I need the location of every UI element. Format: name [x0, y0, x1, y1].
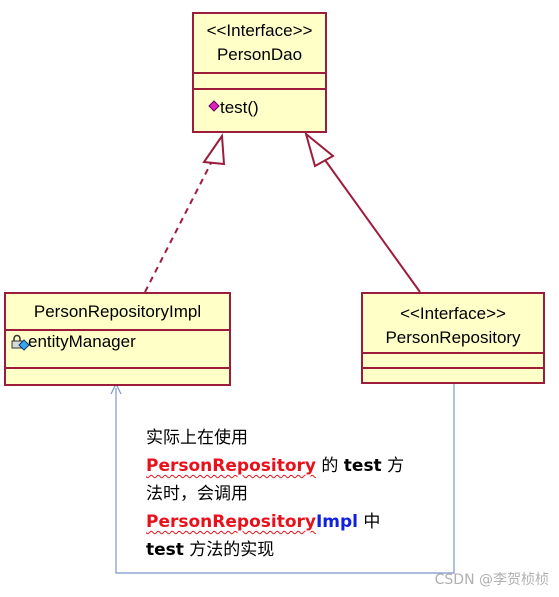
- realization-arrowhead: [202, 133, 226, 166]
- attributes-compartment: [194, 72, 325, 88]
- attributes-compartment: [363, 352, 543, 367]
- note-line-4: PersonRepositoryImpl 中: [146, 512, 381, 532]
- csdn-watermark: CSDN @李贺桢桢: [434, 572, 549, 588]
- public-operation-icon: [208, 100, 224, 116]
- class-person-dao[interactable]: <<Interface>> PersonDao test(): [192, 12, 327, 133]
- operations-compartment: [6, 367, 229, 384]
- class-name: PersonDao: [216, 45, 303, 64]
- note-line-2: PersonRepository 的 test 方: [146, 456, 405, 476]
- note-line-1: 实际上在使用: [146, 428, 248, 448]
- attribute-name: entityManager: [28, 332, 136, 351]
- generalization-line: [324, 159, 421, 293]
- operation-name: test(): [220, 98, 259, 117]
- note-line-5: test 方法的实现: [146, 540, 275, 560]
- operation-row[interactable]: test(): [208, 98, 325, 118]
- stereotype-label: <<Interface>>: [206, 21, 313, 40]
- attributes-compartment: entityManager: [6, 329, 229, 367]
- class-name: PersonRepositoryImpl: [33, 302, 202, 321]
- class-person-repository[interactable]: <<Interface>> PersonRepository: [361, 292, 545, 384]
- private-attribute-icon: [10, 334, 32, 351]
- stereotype-label: <<Interface>>: [400, 304, 506, 323]
- note-line-3: 法时，会调用: [146, 484, 248, 504]
- generalization-arrowhead: [304, 131, 335, 168]
- operations-compartment: test(): [194, 88, 325, 131]
- annotation-note: 实际上在使用 PersonRepository 的 test 方 法时，会调用 …: [146, 424, 436, 564]
- note-connector: [115, 384, 455, 574]
- class-person-repository-impl[interactable]: PersonRepositoryImpl entityManager: [4, 292, 231, 386]
- class-name: PersonRepository: [385, 328, 521, 347]
- operations-compartment: [363, 367, 543, 382]
- realization-line: [144, 162, 212, 293]
- attribute-row[interactable]: entityManager: [10, 332, 229, 352]
